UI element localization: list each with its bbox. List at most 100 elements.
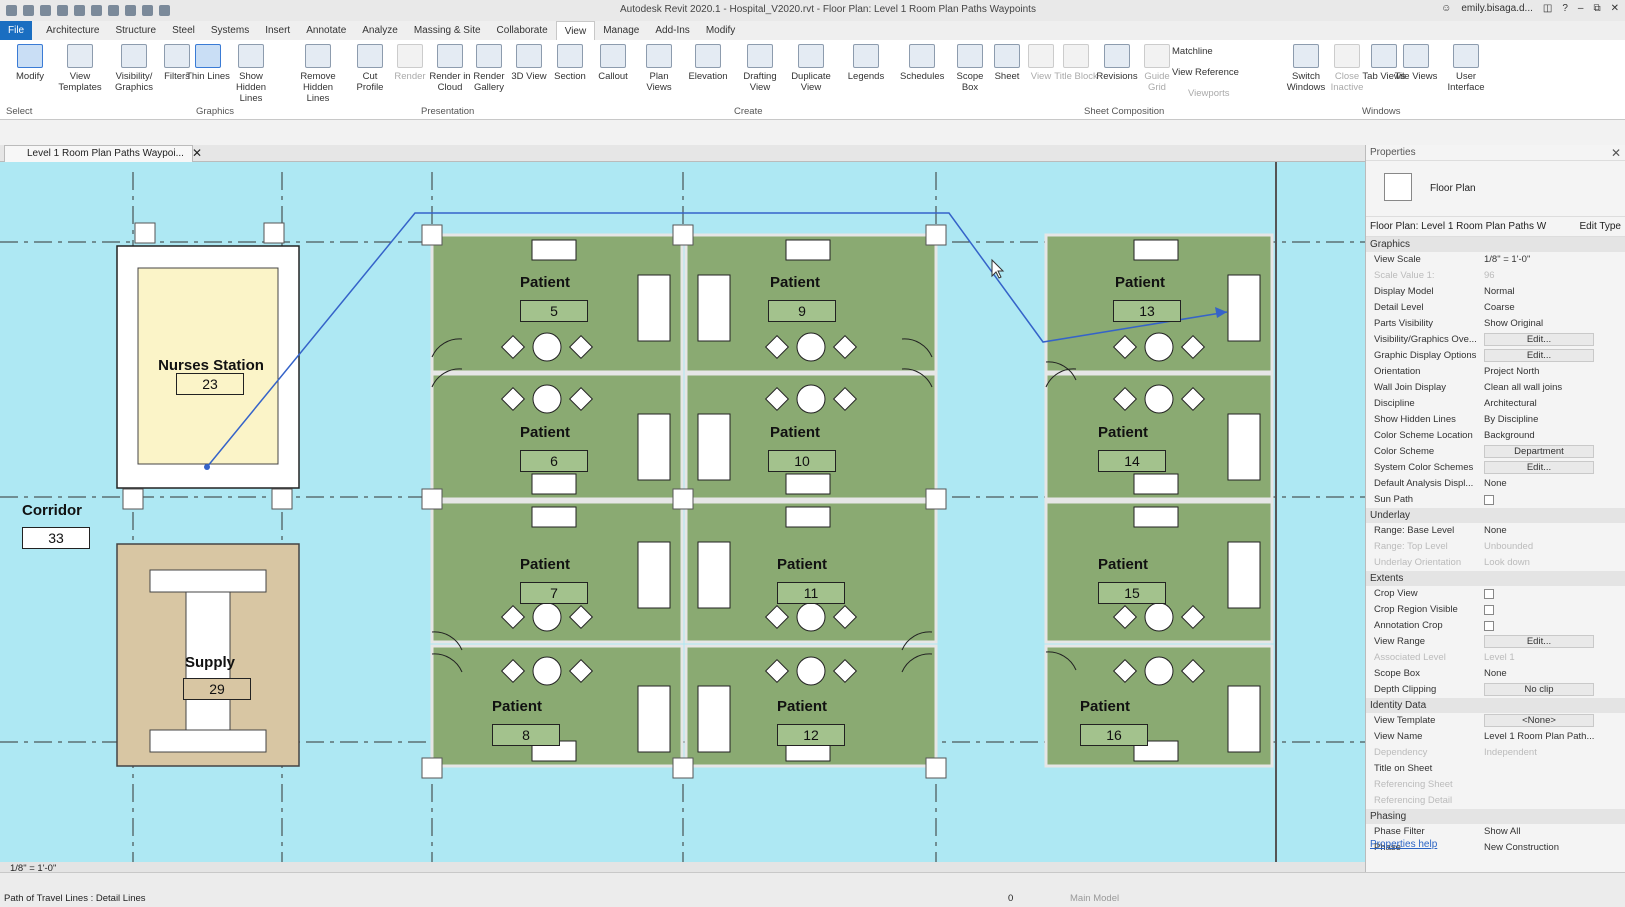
property-value[interactable]: Edit... bbox=[1478, 634, 1598, 650]
section-phasing[interactable]: Phasing bbox=[1366, 809, 1625, 824]
section-identity-data[interactable]: Identity Data bbox=[1366, 698, 1625, 713]
tab-systems[interactable]: Systems bbox=[210, 25, 250, 36]
thin-lines-icon[interactable] bbox=[159, 5, 170, 16]
checkbox[interactable] bbox=[1484, 621, 1494, 631]
property-value[interactable]: Unbounded bbox=[1484, 541, 1534, 552]
tab-annotate[interactable]: Annotate bbox=[306, 25, 347, 36]
measure-icon[interactable] bbox=[108, 5, 119, 16]
help-icon[interactable]: ? bbox=[1562, 3, 1568, 14]
room-name-tag[interactable]: Patient bbox=[1080, 698, 1131, 715]
section-extents[interactable]: Extents bbox=[1366, 571, 1625, 586]
room-number-tag[interactable]: 23 bbox=[176, 373, 244, 395]
property-value[interactable]: Normal bbox=[1484, 286, 1515, 297]
cut-profile-button[interactable]: Cut Profile bbox=[348, 44, 392, 93]
room-name-tag[interactable]: Patient bbox=[777, 556, 828, 573]
room-number-tag[interactable]: 12 bbox=[777, 724, 845, 746]
property-value[interactable]: By Discipline bbox=[1484, 414, 1539, 425]
property-value[interactable]: Show Original bbox=[1484, 318, 1544, 329]
3d-view-icon[interactable] bbox=[142, 5, 153, 16]
type-selector[interactable]: Floor Plan bbox=[1366, 161, 1625, 217]
render-gallery-button[interactable]: Render Gallery bbox=[467, 44, 511, 93]
remove-hidden-lines-button[interactable]: Remove Hidden Lines bbox=[296, 44, 340, 104]
user-name[interactable]: emily.bisaga.d... bbox=[1461, 3, 1533, 14]
tab-manage[interactable]: Manage bbox=[603, 25, 640, 36]
viewports-tool[interactable]: Viewports bbox=[1188, 88, 1230, 99]
tab-steel[interactable]: Steel bbox=[172, 25, 195, 36]
3d-view-button[interactable]: 3D View bbox=[507, 44, 551, 82]
property-edit-button[interactable]: Edit... bbox=[1484, 461, 1594, 474]
floor-plan-drawing[interactable] bbox=[0, 162, 1365, 862]
property-value[interactable]: Independent bbox=[1484, 747, 1537, 758]
schedules-button[interactable]: Schedules bbox=[900, 44, 944, 82]
property-value[interactable]: Level 1 Room Plan Path... bbox=[1484, 731, 1595, 742]
property-value[interactable] bbox=[1478, 618, 1598, 634]
file-tab[interactable]: File bbox=[0, 21, 33, 40]
section-underlay[interactable]: Underlay bbox=[1366, 508, 1625, 523]
modify-button[interactable]: Modify bbox=[8, 44, 52, 82]
room-number-tag[interactable]: 13 bbox=[1113, 300, 1181, 322]
legends-button[interactable]: Legends bbox=[844, 44, 888, 82]
tab-analyze[interactable]: Analyze bbox=[362, 25, 398, 36]
room-name-tag[interactable]: Patient bbox=[520, 274, 571, 291]
properties-help-link[interactable]: Properties help bbox=[1370, 839, 1438, 850]
property-edit-button[interactable]: No clip bbox=[1484, 683, 1594, 696]
view-tab[interactable]: Level 1 Room Plan Paths Waypoi... bbox=[4, 145, 193, 162]
property-value[interactable]: No clip bbox=[1478, 682, 1598, 698]
room-number-tag[interactable]: 16 bbox=[1080, 724, 1148, 746]
property-value[interactable]: Background bbox=[1484, 430, 1535, 441]
room-name-tag[interactable]: Patient bbox=[770, 274, 821, 291]
title-block-button[interactable]: Title Block bbox=[1054, 44, 1098, 82]
room-name-tag[interactable]: Nurses Station bbox=[158, 357, 264, 374]
room-name-tag[interactable]: Patient bbox=[1115, 274, 1166, 291]
room-number-tag[interactable]: 15 bbox=[1098, 582, 1166, 604]
room-number-tag[interactable]: 14 bbox=[1098, 450, 1166, 472]
room-number-tag[interactable]: 5 bbox=[520, 300, 588, 322]
minimize-icon[interactable]: – bbox=[1577, 3, 1584, 14]
property-value[interactable]: Department bbox=[1478, 444, 1598, 460]
close-icon[interactable]: ✕ bbox=[1610, 146, 1621, 160]
property-value[interactable]: Edit... bbox=[1478, 332, 1598, 348]
room-name-tag[interactable]: Patient bbox=[1098, 556, 1149, 573]
room-number-tag[interactable]: 9 bbox=[768, 300, 836, 322]
property-value[interactable] bbox=[1478, 602, 1598, 618]
view-scale-control[interactable]: 1/8" = 1'-0" bbox=[10, 863, 57, 874]
duplicate-view-button[interactable]: Duplicate View bbox=[789, 44, 833, 93]
property-value[interactable]: Architectural bbox=[1484, 398, 1537, 409]
sheet-button[interactable]: Sheet bbox=[985, 44, 1029, 82]
property-value[interactable]: 96 bbox=[1484, 270, 1495, 281]
user-icon[interactable]: ☺ bbox=[1441, 3, 1452, 14]
visibility-graphics-button[interactable]: Visibility/ Graphics bbox=[112, 44, 156, 93]
room-number-tag[interactable]: 29 bbox=[183, 678, 251, 700]
room-name-tag[interactable]: Patient bbox=[492, 698, 543, 715]
close-icon[interactable]: ✕ bbox=[192, 146, 203, 160]
room-name-tag[interactable]: Corridor bbox=[22, 502, 82, 519]
redo-icon[interactable] bbox=[74, 5, 85, 16]
room-name-tag[interactable]: Patient bbox=[520, 424, 571, 441]
property-value[interactable]: Edit... bbox=[1478, 348, 1598, 364]
switch-windows-button[interactable]: Switch Windows bbox=[1284, 44, 1328, 93]
undo-icon[interactable] bbox=[57, 5, 68, 16]
instance-selector[interactable]: Floor Plan: Level 1 Room Plan Paths W bbox=[1370, 221, 1547, 232]
room-name-tag[interactable]: Patient bbox=[520, 556, 571, 573]
property-value[interactable]: 1/8" = 1'-0" bbox=[1484, 254, 1531, 265]
property-edit-button[interactable]: Edit... bbox=[1484, 635, 1594, 648]
room-number-tag[interactable]: 33 bbox=[22, 527, 90, 549]
elevation-button[interactable]: Elevation bbox=[686, 44, 730, 82]
property-value[interactable] bbox=[1478, 777, 1598, 793]
property-value[interactable]: Clean all wall joins bbox=[1484, 382, 1563, 393]
property-value[interactable]: New Construction bbox=[1484, 842, 1559, 853]
property-edit-button[interactable]: Edit... bbox=[1484, 333, 1594, 346]
property-value[interactable]: Coarse bbox=[1484, 302, 1515, 313]
matchline-tool[interactable]: Matchline bbox=[1172, 46, 1213, 57]
room-number-tag[interactable]: 7 bbox=[520, 582, 588, 604]
view-reference-tool[interactable]: View Reference bbox=[1172, 67, 1239, 78]
drafting-view-button[interactable]: Drafting View bbox=[738, 44, 782, 93]
property-value[interactable] bbox=[1478, 492, 1598, 508]
active-model[interactable]: Main Model bbox=[1070, 893, 1120, 904]
room-number-tag[interactable]: 8 bbox=[492, 724, 560, 746]
text-icon[interactable] bbox=[125, 5, 136, 16]
property-value[interactable]: Show All bbox=[1484, 826, 1521, 837]
render-button[interactable]: Render bbox=[388, 44, 432, 82]
section-graphics[interactable]: Graphics bbox=[1366, 237, 1625, 252]
plan-views-button[interactable]: Plan Views bbox=[637, 44, 681, 93]
